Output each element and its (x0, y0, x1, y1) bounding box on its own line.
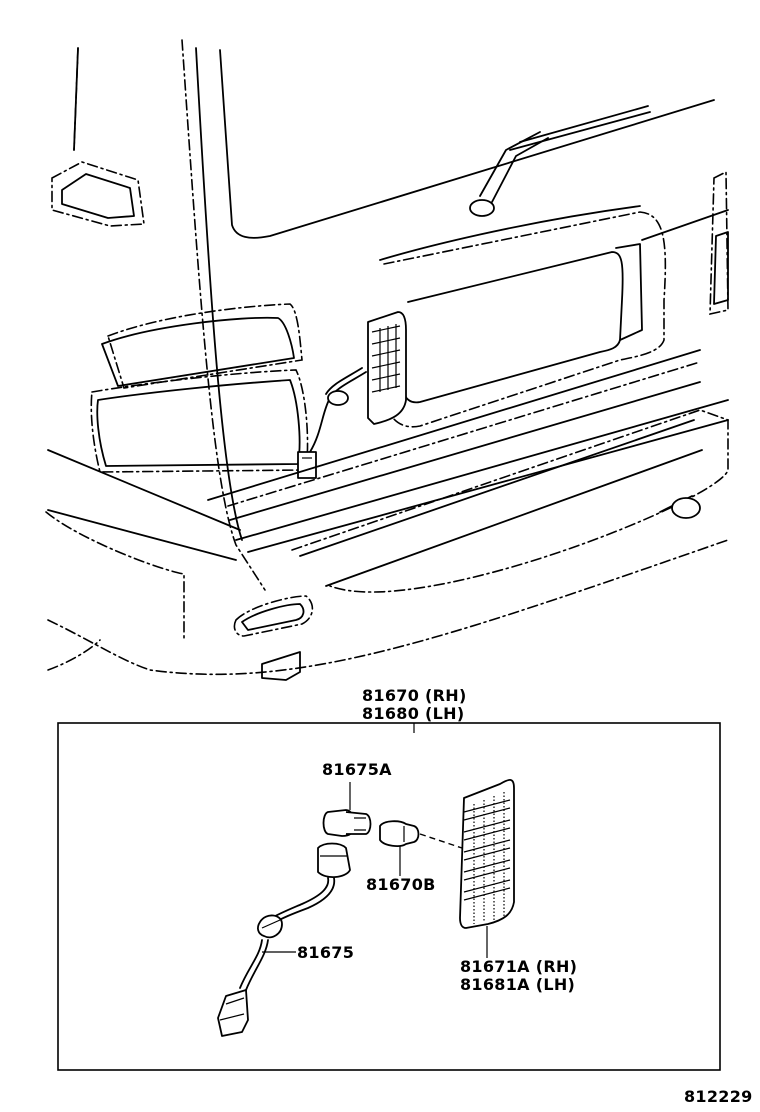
bulb-part (379, 820, 420, 847)
label-lens-rh: 81671A (RH) (460, 957, 577, 976)
lamp-lens-part (459, 779, 515, 929)
label-bulb: 81670B (366, 875, 436, 894)
label-assembly-lh: 81680 (LH) (362, 704, 464, 723)
assembly-line-bulb (419, 833, 463, 849)
label-lens-lh: 81681A (LH) (460, 975, 575, 994)
wire-harness-part (217, 842, 351, 1037)
vehicle-rear-outline (45, 39, 729, 681)
socket-part (322, 809, 372, 837)
rear-lamp-installed (367, 311, 407, 425)
label-assembly-rh: 81670 (RH) (362, 686, 467, 705)
label-socket: 81675A (322, 760, 392, 779)
detail-box (57, 722, 721, 1071)
figure-number: 812229 (684, 1087, 753, 1106)
wiper (469, 105, 651, 217)
label-wire: 81675 (297, 943, 354, 962)
